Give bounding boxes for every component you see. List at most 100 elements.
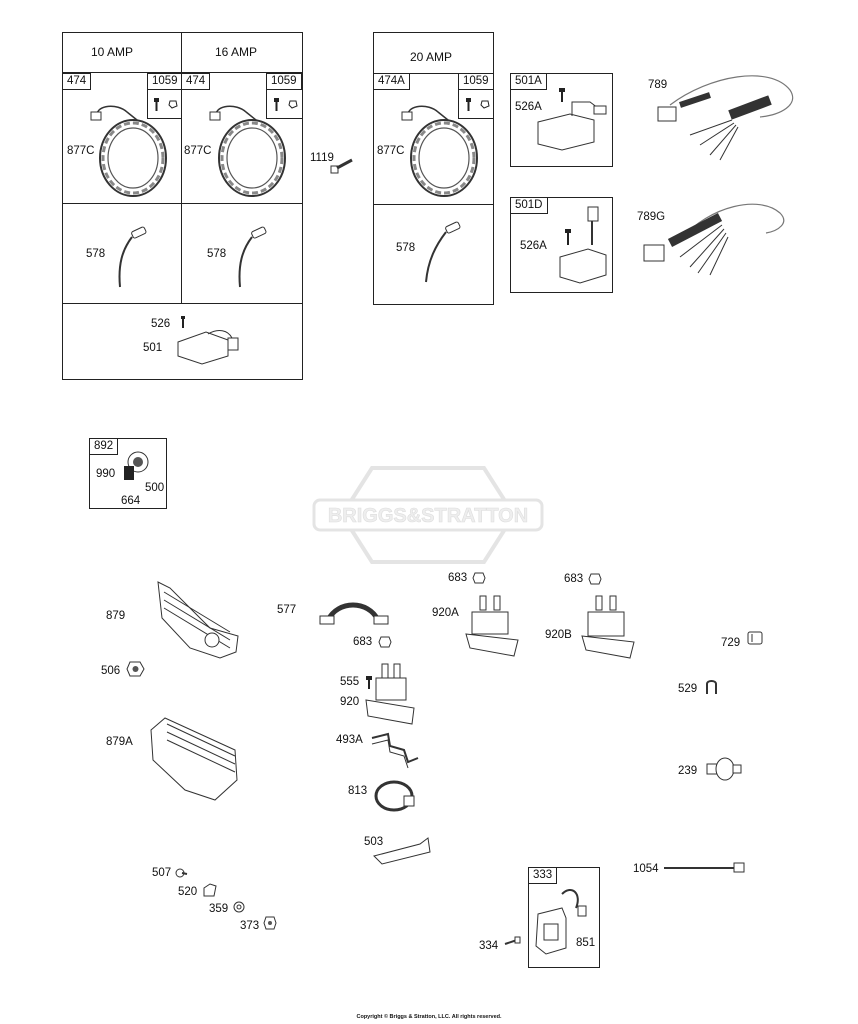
label-879A[interactable]: 879A	[106, 736, 133, 748]
cover-879A-illustration	[150, 717, 238, 801]
label-683[interactable]: 683	[564, 573, 584, 585]
amp20-row-divider	[373, 204, 494, 205]
frame-501D	[510, 197, 613, 293]
label-506[interactable]: 506	[101, 665, 121, 677]
wire-578-illustration	[118, 226, 147, 288]
solenoid-920A-illustration	[465, 595, 519, 657]
harness-789G-illustration	[643, 203, 785, 276]
label-507[interactable]: 507	[152, 867, 172, 879]
label-493A[interactable]: 493A	[336, 734, 363, 746]
header-16-amp: 16 AMP	[215, 45, 258, 59]
tag-474[interactable]: 474	[62, 73, 92, 90]
label-789[interactable]: 789	[648, 79, 668, 91]
bracket-493A-illustration	[371, 732, 419, 769]
nut-icon	[472, 572, 486, 584]
tag-1059[interactable]: 1059	[147, 73, 183, 90]
label-578[interactable]: 578	[396, 242, 416, 254]
alternator-group-frame	[62, 32, 303, 380]
regulator-501-illustration	[177, 316, 239, 365]
nut-373-illustration	[263, 916, 277, 930]
frame-333	[528, 867, 600, 968]
label-920[interactable]: 920	[340, 696, 360, 708]
tag-474[interactable]: 474	[181, 73, 211, 90]
label-500[interactable]: 500	[145, 482, 165, 494]
label-520[interactable]: 520	[178, 886, 198, 898]
label-789G[interactable]: 789G	[637, 211, 666, 223]
amp20-frame	[373, 32, 494, 305]
frame-501A	[510, 73, 613, 167]
label-1054[interactable]: 1054	[633, 863, 659, 875]
frame-892	[89, 438, 167, 509]
label-683[interactable]: 683	[353, 636, 373, 648]
row-divider-1	[62, 203, 303, 204]
label-1119[interactable]: 1119	[310, 152, 334, 164]
tag-501D[interactable]: 501D	[510, 197, 548, 214]
label-920B[interactable]: 920B	[545, 629, 572, 641]
header-10-amp: 10 AMP	[91, 45, 134, 59]
screw-icon	[366, 676, 372, 689]
strap-503-illustration	[373, 837, 431, 865]
label-501[interactable]: 501	[143, 342, 163, 354]
stator-877C-illustration	[401, 105, 478, 197]
harness-789-illustration	[657, 75, 794, 161]
boot-577-illustration	[319, 602, 389, 625]
label-526[interactable]: 526	[151, 318, 171, 330]
bolt-1119-illustration	[330, 158, 353, 174]
tag-333[interactable]: 333	[528, 867, 558, 884]
tag-1059[interactable]: 1059	[266, 73, 302, 90]
key-switch-892-illustration	[124, 451, 149, 480]
label-879[interactable]: 879	[106, 610, 126, 622]
clip-520-illustration	[203, 883, 217, 897]
rectifier-333-illustration	[535, 889, 587, 955]
watermark-text: BRIGGS&STRATTON	[328, 505, 528, 527]
stator-877C-illustration	[90, 105, 167, 197]
regulator-501A-illustration	[537, 88, 607, 151]
label-578[interactable]: 578	[207, 248, 227, 260]
solenoid-920-illustration	[365, 663, 415, 725]
label-877C[interactable]: 877C	[67, 145, 95, 157]
amp20-header-divider	[373, 73, 494, 74]
label-920A[interactable]: 920A	[432, 607, 459, 619]
label-239[interactable]: 239	[678, 765, 698, 777]
clamp-813-illustration	[374, 780, 415, 812]
tag-474A[interactable]: 474A	[373, 73, 410, 90]
label-851[interactable]: 851	[576, 937, 596, 949]
screw-507-illustration	[175, 868, 188, 878]
tag-501A[interactable]: 501A	[510, 73, 547, 90]
tag-1059[interactable]: 1059	[458, 73, 494, 90]
screw-icon	[466, 98, 490, 111]
label-334[interactable]: 334	[479, 940, 499, 952]
label-526A[interactable]: 526A	[520, 240, 547, 252]
label-683[interactable]: 683	[448, 572, 468, 584]
tag-892[interactable]: 892	[89, 438, 119, 455]
label-578[interactable]: 578	[86, 248, 106, 260]
label-373[interactable]: 373	[240, 920, 260, 932]
label-990[interactable]: 990	[96, 468, 116, 480]
label-503[interactable]: 503	[364, 836, 384, 848]
clip-729-illustration	[747, 631, 763, 645]
label-877C[interactable]: 877C	[184, 145, 212, 157]
stator-877C-illustration	[209, 105, 286, 197]
copyright-notice: Copyright © Briggs & Stratton, LLC. All …	[356, 1014, 502, 1020]
label-813[interactable]: 813	[348, 785, 368, 797]
screw-icon	[274, 98, 298, 111]
sensor-239-illustration	[706, 757, 742, 781]
screw-334-illustration	[504, 936, 521, 945]
label-526A[interactable]: 526A	[515, 101, 542, 113]
label-555[interactable]: 555	[340, 676, 360, 688]
label-359[interactable]: 359	[209, 903, 229, 915]
nut-icon	[378, 636, 392, 648]
amp-header-divider	[62, 32, 303, 73]
label-529[interactable]: 529	[678, 683, 698, 695]
screw-icon	[154, 98, 178, 111]
label-729[interactable]: 729	[721, 637, 741, 649]
col-divider	[181, 32, 182, 304]
row-divider-2	[62, 303, 303, 304]
brand-watermark-logo: BRIGGS&STRATTON	[312, 466, 544, 564]
label-577[interactable]: 577	[277, 604, 297, 616]
header-20-amp: 20 AMP	[410, 50, 453, 64]
solenoid-920B-illustration	[581, 595, 635, 659]
label-877C[interactable]: 877C	[377, 145, 405, 157]
label-664[interactable]: 664	[121, 495, 141, 507]
nut-icon	[588, 573, 602, 585]
